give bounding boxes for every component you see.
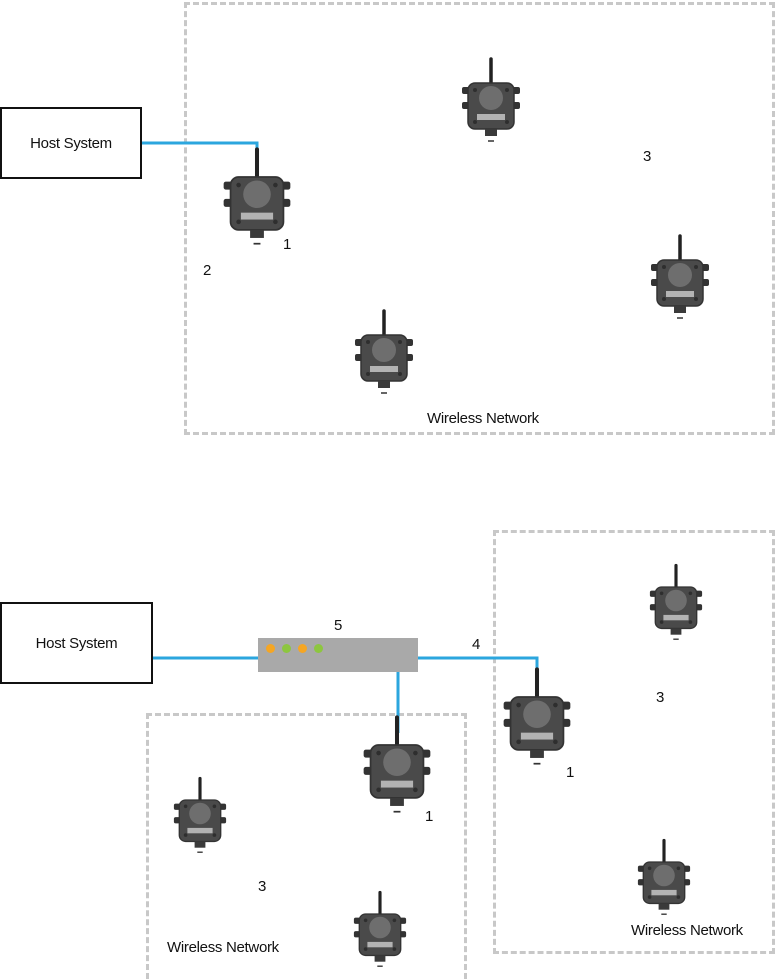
wireless-network-zone-top [184, 2, 775, 435]
callout-5: 5 [334, 617, 343, 634]
wireless-network-zone-left [146, 713, 467, 979]
wireless-network-label: Wireless Network [427, 410, 539, 427]
callout-2: 2 [203, 262, 212, 279]
callout-1: 1 [425, 808, 434, 825]
callout-3: 3 [643, 148, 652, 165]
host-system-box-bottom: Host System [0, 602, 153, 684]
switch-led-icon [266, 644, 275, 653]
host-system-box-top: Host System [0, 107, 142, 179]
host-system-label: Host System [30, 134, 112, 152]
callout-3: 3 [656, 689, 665, 706]
callout-1: 1 [283, 236, 292, 253]
callout-1: 1 [566, 764, 575, 781]
switch-led-icon [282, 644, 291, 653]
wireless-network-label: Wireless Network [631, 922, 743, 939]
wireless-network-zone-right [493, 530, 775, 954]
callout-4: 4 [472, 636, 481, 653]
wireless-network-label: Wireless Network [167, 939, 279, 956]
host-system-label: Host System [35, 634, 118, 652]
switch-led-icon [298, 644, 307, 653]
switch-led-icon [314, 644, 323, 653]
callout-3: 3 [258, 878, 267, 895]
network-switch [258, 638, 418, 672]
